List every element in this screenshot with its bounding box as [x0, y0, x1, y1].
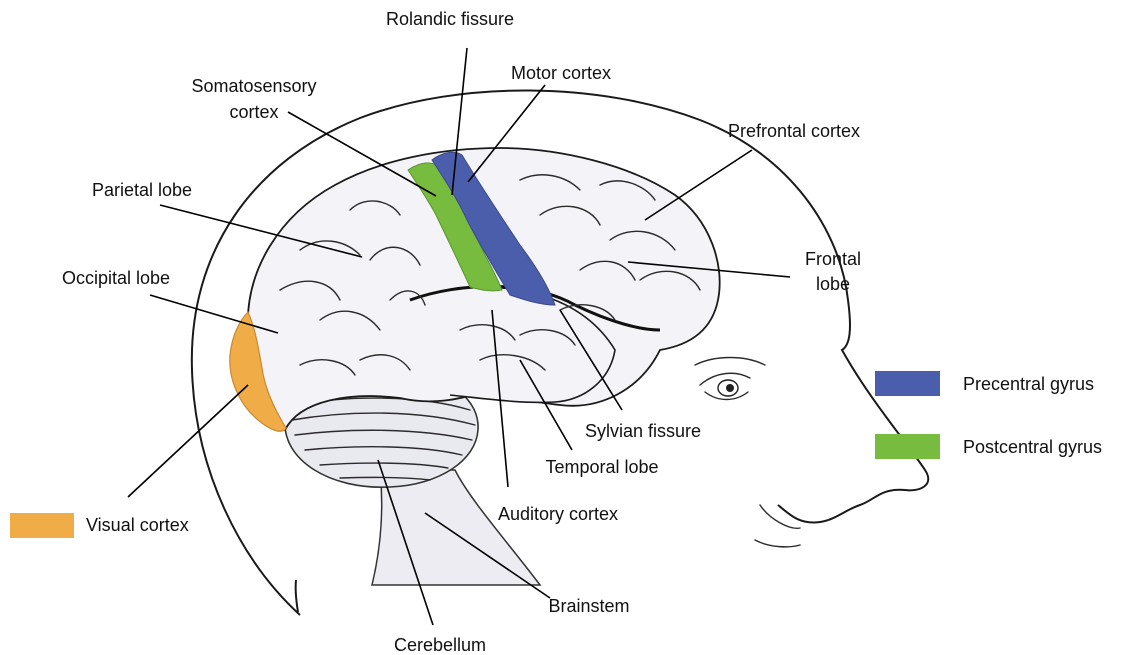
label-temporal-lobe: Temporal lobe — [545, 457, 658, 477]
eye-icon — [695, 358, 765, 400]
label-somatosensory-cortex-line2: cortex — [229, 102, 278, 122]
label-rolandic-fissure: Rolandic fissure — [386, 9, 514, 29]
label-occipital-lobe: Occipital lobe — [62, 268, 170, 288]
label-frontal-lobe-line2: lobe — [816, 274, 850, 294]
legend-swatch-postcentral — [875, 434, 940, 459]
label-sylvian-fissure: Sylvian fissure — [585, 421, 701, 441]
label-parietal-lobe: Parietal lobe — [92, 180, 192, 200]
label-brainstem: Brainstem — [548, 596, 629, 616]
legend-swatch-visual-cortex — [10, 513, 74, 538]
label-somatosensory-cortex-line1: Somatosensory — [191, 76, 316, 96]
label-frontal-lobe-line1: Frontal — [805, 249, 861, 269]
label-cerebellum: Cerebellum — [394, 635, 486, 655]
neck-outline — [296, 580, 298, 612]
label-auditory-cortex: Auditory cortex — [498, 504, 618, 524]
label-motor-cortex: Motor cortex — [511, 63, 611, 83]
legend-label-visual-cortex: Visual cortex — [86, 515, 189, 535]
leader-prefrontal-cortex — [645, 150, 752, 220]
legend-swatch-precentral — [875, 371, 940, 396]
label-prefrontal-cortex: Prefrontal cortex — [728, 121, 860, 141]
leader-visual-cortex — [128, 385, 248, 497]
legend-label-precentral: Precentral gyrus — [963, 374, 1094, 394]
legend-label-postcentral: Postcentral gyrus — [963, 437, 1102, 457]
mouth-outline — [755, 540, 800, 547]
